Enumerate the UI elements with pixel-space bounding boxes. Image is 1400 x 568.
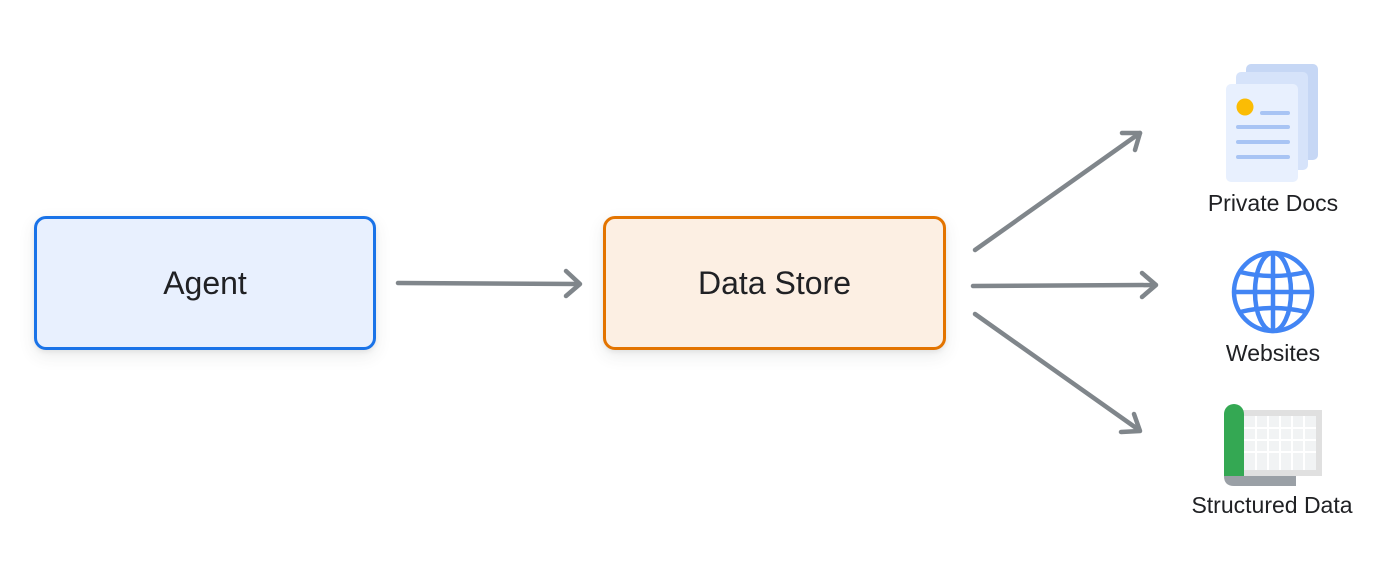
agent-label: Agent bbox=[163, 264, 247, 301]
agent-box: Agent bbox=[34, 216, 376, 350]
globe-icon bbox=[1231, 250, 1315, 334]
arrow-store-to-structured-data bbox=[972, 311, 1143, 435]
spreadsheet-icon bbox=[1224, 404, 1322, 486]
data-store-label: Data Store bbox=[698, 264, 851, 301]
document-stack-icon bbox=[1226, 64, 1318, 182]
arrow-store-to-private-docs bbox=[972, 130, 1143, 253]
data-store-box: Data Store bbox=[603, 216, 946, 350]
source-label-structured-data: Structured Data bbox=[1191, 492, 1353, 518]
arrow-agent-to-store bbox=[395, 268, 583, 299]
arrow-store-to-websites bbox=[970, 270, 1159, 300]
source-label-private-docs: Private Docs bbox=[1207, 190, 1339, 216]
source-label-websites: Websites bbox=[1225, 340, 1321, 366]
